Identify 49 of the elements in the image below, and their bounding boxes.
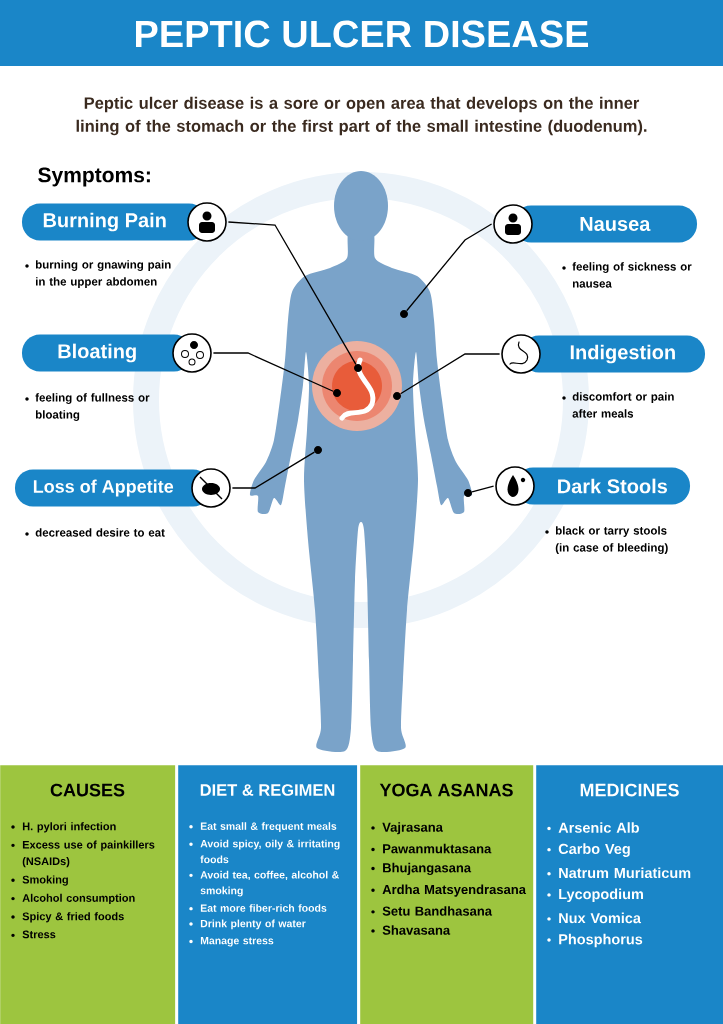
list-item: Carbo Veg	[547, 843, 630, 857]
leader-line	[212, 352, 334, 392]
list-item: Spicy & fried foods	[11, 912, 124, 923]
intro-text: Peptic ulcer disease is a sore or open area that develops on the inner lining of the stomach or the first part of the small intestine (duodenum).	[76, 96, 647, 136]
list-item: Phosphorus	[547, 933, 643, 948]
list-item: Eat small & frequent meals	[189, 822, 337, 832]
list-item: Natrum Muriaticum	[547, 867, 691, 879]
list-item: Setu Bandhasana	[371, 906, 493, 916]
list-item: Ardha Matsyendrasana	[371, 884, 527, 897]
symptom-pill: Nausea	[513, 205, 697, 243]
symptom-description: black or tarry stools (in case of bleeding)	[545, 526, 668, 554]
column-heading: DIET & REGIMEN	[200, 784, 335, 796]
list-item: Avoid spicy, oily & irritating foods	[189, 839, 340, 864]
column-panel	[536, 765, 723, 1024]
symptom-pill: Loss of Appetite	[15, 469, 211, 507]
list-item: Pawanmuktasana	[371, 843, 492, 854]
column-panel	[0, 765, 176, 1024]
list-item: Stress	[11, 930, 56, 939]
column-panel	[178, 765, 358, 1024]
list-item: Excess use of painkillers (NSAIDs)	[11, 840, 155, 868]
list-item: Drink plenty of water	[189, 919, 306, 930]
title-banner: PEPTIC ULCER DISEASE	[0, 0, 723, 66]
list-item: Vajrasana	[371, 822, 443, 835]
column-heading: YOGA ASANAS	[379, 783, 513, 797]
leader-line	[471, 485, 495, 493]
symptom-description: feeling of fullness or bloating	[25, 393, 150, 421]
leader-line	[227, 221, 357, 365]
leader-line	[231, 451, 316, 489]
list-item: Manage stress	[189, 937, 274, 947]
list-item: Arsenic Alb	[547, 822, 639, 833]
list-item: Shavasana	[371, 925, 451, 935]
column-panel	[360, 765, 534, 1024]
list-item: Nux Vomica	[547, 912, 642, 924]
list-item: Smoking	[11, 875, 68, 886]
symptom-description: decreased desire to eat	[25, 528, 165, 537]
list-item: Lycopodium	[547, 888, 643, 903]
symptom-description: burning or gnawing pain in the upper abdomen	[25, 260, 171, 288]
column-heading: CAUSES	[50, 783, 125, 797]
list-item: H. pylori infection	[11, 822, 116, 833]
column-heading: MEDICINES	[580, 783, 679, 797]
symptom-description: discomfort or pain after meals	[562, 392, 674, 418]
symptom-pill: Indigestion	[521, 335, 705, 373]
symptom-pill: Burning Pain	[22, 203, 207, 241]
list-item: Eat more fiber-rich foods	[189, 904, 327, 912]
list-item: Alcohol consumption	[11, 893, 135, 905]
list-item: Avoid tea, coffee, alcohol & smoking	[189, 870, 339, 897]
leader-line	[406, 223, 493, 312]
symptom-description: feeling of sickness or nausea	[562, 262, 692, 288]
list-item: Bhujangasana	[371, 862, 472, 876]
